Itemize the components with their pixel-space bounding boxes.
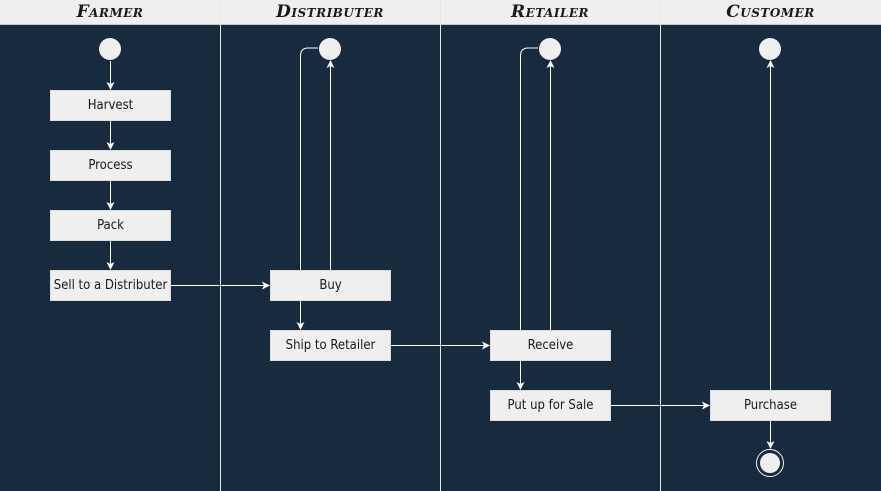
lane-divider: [660, 0, 661, 491]
end-node-core: [760, 453, 780, 473]
activity-pack[interactable]: Pack: [50, 210, 171, 241]
start-node-customer: [759, 38, 781, 60]
start-node-retailer: [539, 38, 561, 60]
lane-header-customer: Customer: [660, 0, 881, 25]
start-node-farmer: [99, 38, 121, 60]
end-node-customer: [756, 449, 784, 477]
lane-divider: [440, 0, 441, 491]
activity-receive[interactable]: Receive: [490, 330, 611, 361]
activity-put-up-for-sale[interactable]: Put up for Sale: [490, 390, 611, 421]
start-node-distributer: [319, 38, 341, 60]
activity-ship-to-retailer[interactable]: Ship to Retailer: [270, 330, 391, 361]
activity-sell-to-distributer[interactable]: Sell to a Distributer: [50, 270, 171, 301]
lane-header-farmer: Farmer: [0, 0, 220, 25]
connector-start-receive-loop: [520, 47, 538, 330]
activity-purchase[interactable]: Purchase: [710, 390, 831, 421]
activity-buy[interactable]: Buy: [270, 270, 391, 301]
activity-process[interactable]: Process: [50, 150, 171, 181]
lane-divider: [220, 0, 221, 491]
activity-harvest[interactable]: Harvest: [50, 90, 171, 121]
connector-start-buy-loop: [300, 47, 318, 270]
lane-header-retailer: Retailer: [440, 0, 660, 25]
lane-header-distributer: Distributer: [220, 0, 440, 25]
